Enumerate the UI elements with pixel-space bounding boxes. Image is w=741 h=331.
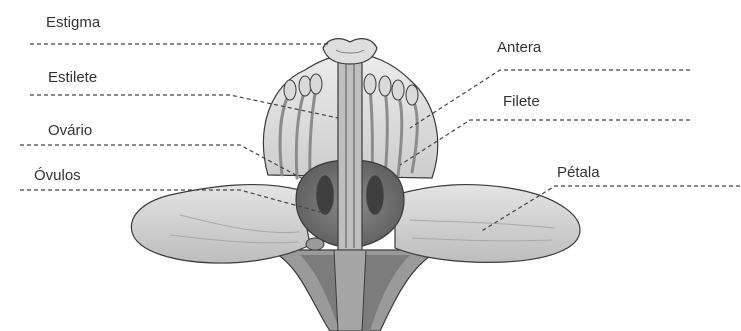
label-petala: Pétala xyxy=(557,165,600,180)
right-petal xyxy=(395,185,580,263)
left-petal xyxy=(131,185,310,264)
label-estilete: Estilete xyxy=(48,70,97,85)
leader-antera xyxy=(410,70,690,128)
nectary xyxy=(306,238,324,250)
label-ovulos: Óvulos xyxy=(34,168,81,183)
leader-filete xyxy=(400,120,690,165)
style xyxy=(334,60,366,331)
label-filete: Filete xyxy=(503,94,540,109)
label-estigma: Estigma xyxy=(46,15,100,30)
label-ovario: Ovário xyxy=(48,123,92,138)
label-antera: Antera xyxy=(497,40,541,55)
